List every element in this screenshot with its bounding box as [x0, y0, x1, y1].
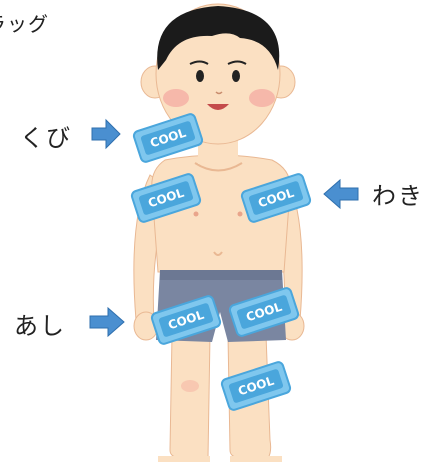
ice-pack-icon: COOL — [130, 173, 202, 223]
arrow-right-icon — [91, 118, 121, 150]
arrow-right-icon — [89, 306, 125, 338]
ice-pack-icon: COOL — [228, 287, 300, 337]
ice-pack-icon: COOL — [220, 361, 292, 411]
caption-text: ラッグ — [0, 12, 49, 36]
ice-pack-icon: COOL — [150, 295, 222, 345]
arrow-left-icon — [323, 178, 359, 210]
ice-pack-icon: COOL — [240, 173, 312, 223]
neck-label: くび — [20, 124, 72, 152]
armpit-label: わき — [372, 182, 424, 210]
ice-pack-icon: COOL — [132, 113, 204, 163]
head — [140, 3, 296, 145]
leg-label: あし — [14, 312, 66, 340]
